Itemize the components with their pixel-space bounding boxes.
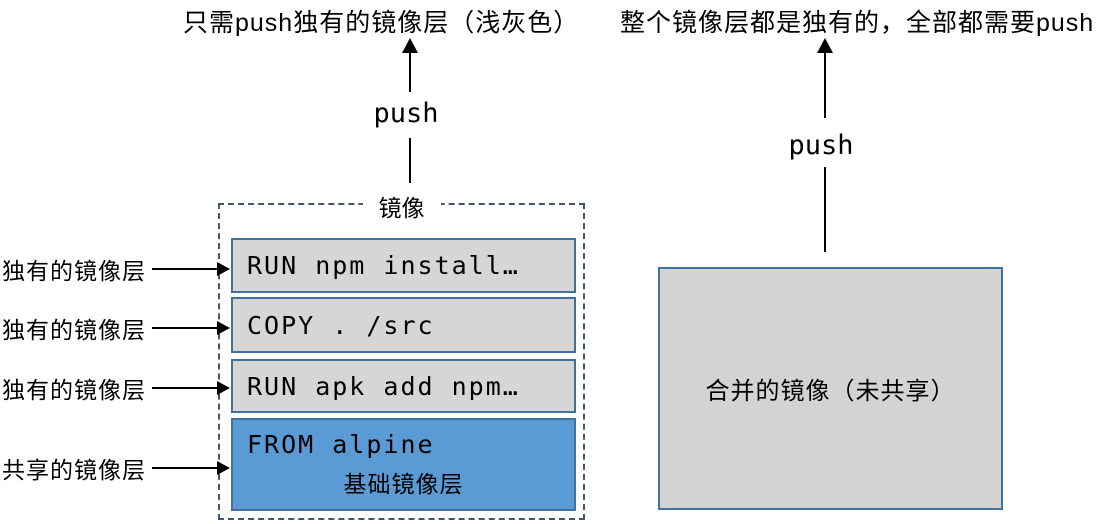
arrow-line (152, 467, 217, 469)
layer-run-npm-install: RUN npm install… (231, 238, 576, 293)
layer-annotation-row: 独有的镜像层 (0, 373, 230, 403)
arrowhead-right-icon (217, 321, 230, 335)
annotation-label: 独有的镜像层 (2, 317, 146, 343)
push-label-right: push (788, 130, 854, 161)
arrow-line (824, 51, 826, 118)
arrow-line (152, 268, 217, 270)
merged-image-box: 合并的镜像（未共享） (658, 267, 1003, 510)
merged-image-label: 合并的镜像（未共享） (705, 378, 956, 405)
from-alpine-code: FROM alpine (247, 430, 435, 459)
layer-annotation-row: 独有的镜像层 (0, 313, 230, 343)
layer-from-alpine: FROM alpine 基础镜像层 (231, 418, 576, 511)
arrow-line (152, 387, 217, 389)
arrowhead-right-icon (217, 381, 230, 395)
image-box-title: 镜像 (362, 189, 441, 223)
arrow-line (409, 138, 411, 183)
layer-copy-src: COPY . /src (231, 297, 576, 353)
left-caption: 只需push独有的镜像层（浅灰色） (183, 9, 580, 37)
arrowhead-up-icon (402, 38, 418, 53)
arrow-line (409, 51, 411, 92)
annotation-label: 共享的镜像层 (2, 457, 146, 483)
layer-annotation-row: 独有的镜像层 (0, 254, 230, 284)
arrowhead-right-icon (217, 262, 230, 276)
push-label-left: push (373, 98, 439, 129)
arrowhead-right-icon (217, 461, 230, 475)
image-dashed-box: 镜像 (218, 189, 585, 520)
right-caption: 整个镜像层都是独有的，全部都需要push (620, 9, 1095, 37)
annotation-label: 独有的镜像层 (2, 258, 146, 284)
arrowhead-up-icon (817, 38, 833, 53)
arrow-line (152, 327, 217, 329)
base-layer-label: 基础镜像层 (343, 471, 464, 497)
annotation-label: 独有的镜像层 (2, 377, 146, 403)
arrow-line (824, 167, 826, 252)
layer-run-apk-add: RUN apk add npm… (231, 359, 576, 413)
layer-annotation-row: 共享的镜像层 (0, 453, 230, 483)
